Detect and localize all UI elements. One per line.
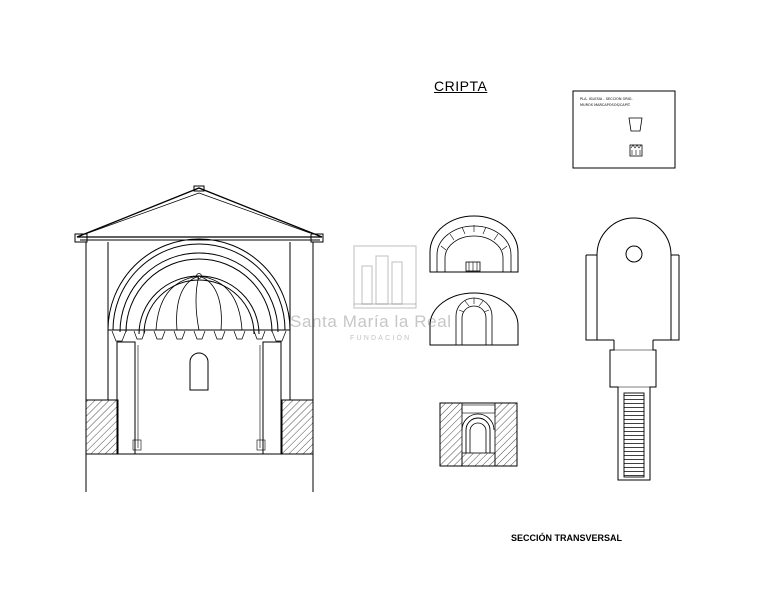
- legend-text-line2: MUROS MARCAPOSOS/CAPIT.: [580, 103, 631, 107]
- crypt-floor-plan: [585, 217, 680, 481]
- columns: [116, 341, 282, 455]
- apse-window: [189, 352, 209, 391]
- foundation-hatch-right: [281, 399, 314, 455]
- watermark-logo: [353, 245, 417, 309]
- legend-text-line1: PLA. IGLESIA - SECCION ORIG.: [580, 97, 633, 101]
- corbel-row: [111, 330, 287, 342]
- staircase: [623, 392, 645, 478]
- legend-box: [572, 90, 676, 169]
- detail-section-top: [429, 215, 519, 273]
- watermark-name: Santa María la Real: [290, 312, 452, 331]
- pediment-roof: [74, 185, 324, 243]
- apse-arches: [107, 238, 291, 335]
- detail-section-middle: [429, 292, 519, 346]
- foundation-hatch-left: [85, 399, 119, 455]
- detail-section-bottom: [439, 402, 518, 467]
- cross-section-elevation: [74, 185, 324, 492]
- crypt-title: CRIPTA: [434, 78, 488, 94]
- section-caption: SECCIÓN TRANSVERSAL: [511, 533, 623, 543]
- watermark-subtitle: FUNDACIÓN: [350, 335, 412, 342]
- ribbed-dome: [155, 273, 243, 331]
